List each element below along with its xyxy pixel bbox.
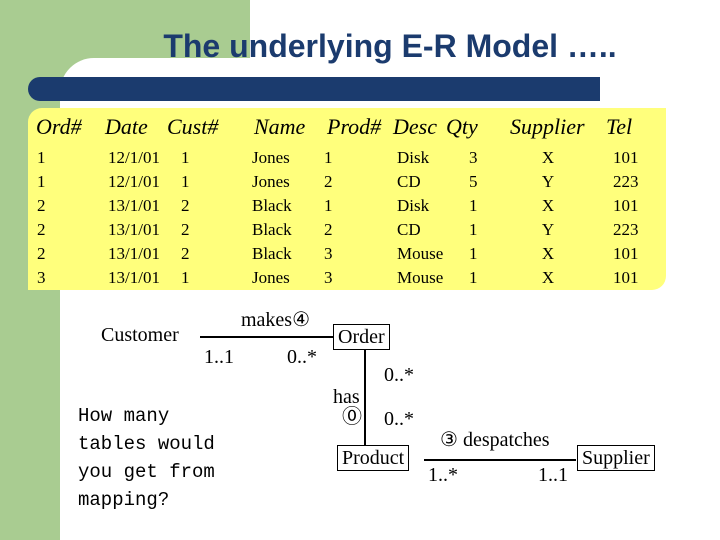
- header-supplier: Supplier: [510, 114, 585, 139]
- table-cell: Y: [541, 220, 555, 239]
- column-date: 12/1/01 12/1/01 13/1/01 13/1/01 13/1/01 …: [108, 146, 160, 290]
- entity-supplier: Supplier: [577, 445, 655, 471]
- cardinality-order-makes: 0..*: [287, 346, 317, 368]
- table-cell: CD: [397, 172, 421, 191]
- table-cell: X: [541, 268, 555, 287]
- entity-customer: Customer: [96, 322, 184, 348]
- table-background: [28, 108, 666, 290]
- question-line: How many: [78, 405, 170, 427]
- table-cell: 13/1/01: [108, 196, 160, 215]
- question-line: tables would: [78, 433, 215, 455]
- table-cell: 101: [613, 196, 639, 215]
- table-cell: 3: [37, 268, 46, 287]
- title-underline-bar: [28, 77, 600, 101]
- rel-has-number: ⓪: [342, 406, 362, 428]
- table-cell: 13/1/01: [108, 244, 160, 263]
- table-cell: Mouse: [397, 268, 444, 287]
- table-cell: 2: [37, 196, 46, 215]
- column-name: Jones Jones Black Black Black Jones: [252, 146, 292, 290]
- column-tel: 101 223 101 223 101 101: [613, 146, 639, 290]
- cardinality-product-despatches: 1..*: [428, 464, 458, 486]
- table-cell: 5: [469, 172, 478, 191]
- table-cell: X: [541, 244, 555, 263]
- table-cell: 2: [37, 220, 46, 239]
- column-qty: 3 5 1 1 1 1: [469, 146, 478, 290]
- table-cell: 3: [324, 244, 333, 263]
- table-cell: Disk: [397, 196, 430, 215]
- entity-order: Order: [333, 324, 390, 350]
- table-cell: 2: [324, 172, 333, 191]
- table-cell: 101: [613, 148, 639, 167]
- table-cell: 1: [469, 268, 478, 287]
- table-cell: 3: [469, 148, 478, 167]
- table-cell: Mouse: [397, 244, 444, 263]
- table-cell: 101: [613, 268, 639, 287]
- table-cell: 12/1/01: [108, 148, 160, 167]
- table-cell: X: [541, 148, 555, 167]
- column-desc: Disk CD Disk CD Mouse Mouse: [397, 146, 443, 290]
- header-desc: Desc: [393, 114, 437, 139]
- header-ord: Ord#: [36, 114, 82, 139]
- table-cell: 1: [37, 172, 46, 191]
- entity-product: Product: [337, 445, 410, 471]
- table-cell: 1: [181, 148, 190, 167]
- table-cell: CD: [397, 220, 421, 239]
- column-prod: 1 2 1 2 3 3: [324, 146, 333, 290]
- table-cell: 223: [613, 172, 639, 191]
- table-cell: 2: [181, 244, 190, 263]
- cardinality-supplier-despatches: 1..1: [538, 464, 568, 486]
- table-cell: 1: [469, 196, 478, 215]
- header-cust: Cust#: [167, 114, 219, 139]
- rel-despatches-label: ③ despatches: [440, 430, 550, 450]
- table-cell: 12/1/01: [108, 172, 160, 191]
- table-cell: 1: [324, 196, 333, 215]
- rel-makes-text: makes: [241, 309, 293, 331]
- table-cell: 223: [613, 220, 639, 239]
- table-cell: 101: [613, 244, 639, 263]
- table-cell: 1: [181, 172, 190, 191]
- table-cell: 1: [324, 148, 333, 167]
- cardinality-order-has: 0..*: [384, 364, 414, 386]
- header-tel: Tel: [606, 114, 633, 139]
- table-cell: 13/1/01: [108, 268, 160, 287]
- rel-makes-number: ④: [292, 309, 311, 331]
- column-ord: 1 1 2 2 2 3: [37, 146, 46, 290]
- table-cell: X: [541, 196, 555, 215]
- column-cust: 1 1 2 2 2 1: [181, 146, 190, 290]
- table-cell: 13/1/01: [108, 220, 160, 239]
- header-prod: Prod#: [327, 114, 382, 139]
- header-qty: Qty: [446, 114, 478, 139]
- table-cell: Black: [252, 220, 292, 239]
- table-cell: 2: [37, 244, 46, 263]
- table-cell: 1: [37, 148, 46, 167]
- table-cell: 3: [324, 268, 333, 287]
- rel-makes-label: makes④: [241, 310, 310, 330]
- table-cell: 1: [469, 244, 478, 263]
- rel-has-label: has: [333, 386, 360, 408]
- table-cell: Y: [541, 172, 555, 191]
- table-cell: 1: [181, 268, 190, 287]
- table-cell: Disk: [397, 148, 430, 167]
- table-cell: Black: [252, 196, 292, 215]
- question-line: mapping?: [78, 489, 170, 511]
- table-cell: 1: [469, 220, 478, 239]
- table-cell: 2: [324, 220, 333, 239]
- question-line: you get from: [78, 461, 215, 483]
- header-name: Name: [254, 114, 306, 139]
- table-cell: Jones: [252, 268, 290, 287]
- cardinality-product-has: 0..*: [384, 408, 414, 430]
- table-cell: 2: [181, 196, 190, 215]
- cardinality-customer-makes: 1..1: [204, 346, 234, 368]
- mapping-question: How many tables would you get from mappi…: [78, 402, 215, 514]
- table-cell: Jones: [252, 172, 290, 191]
- slide-title: The underlying E-R Model …..: [163, 28, 617, 64]
- table-cell: Black: [252, 244, 292, 263]
- table-cell: Jones: [252, 148, 290, 167]
- column-supplier: X Y X Y X X: [532, 146, 564, 290]
- rel-despatches-number: ③: [440, 429, 458, 451]
- header-date: Date: [105, 114, 148, 139]
- rel-despatches-text: despatches: [462, 429, 550, 451]
- table-cell: 2: [181, 220, 190, 239]
